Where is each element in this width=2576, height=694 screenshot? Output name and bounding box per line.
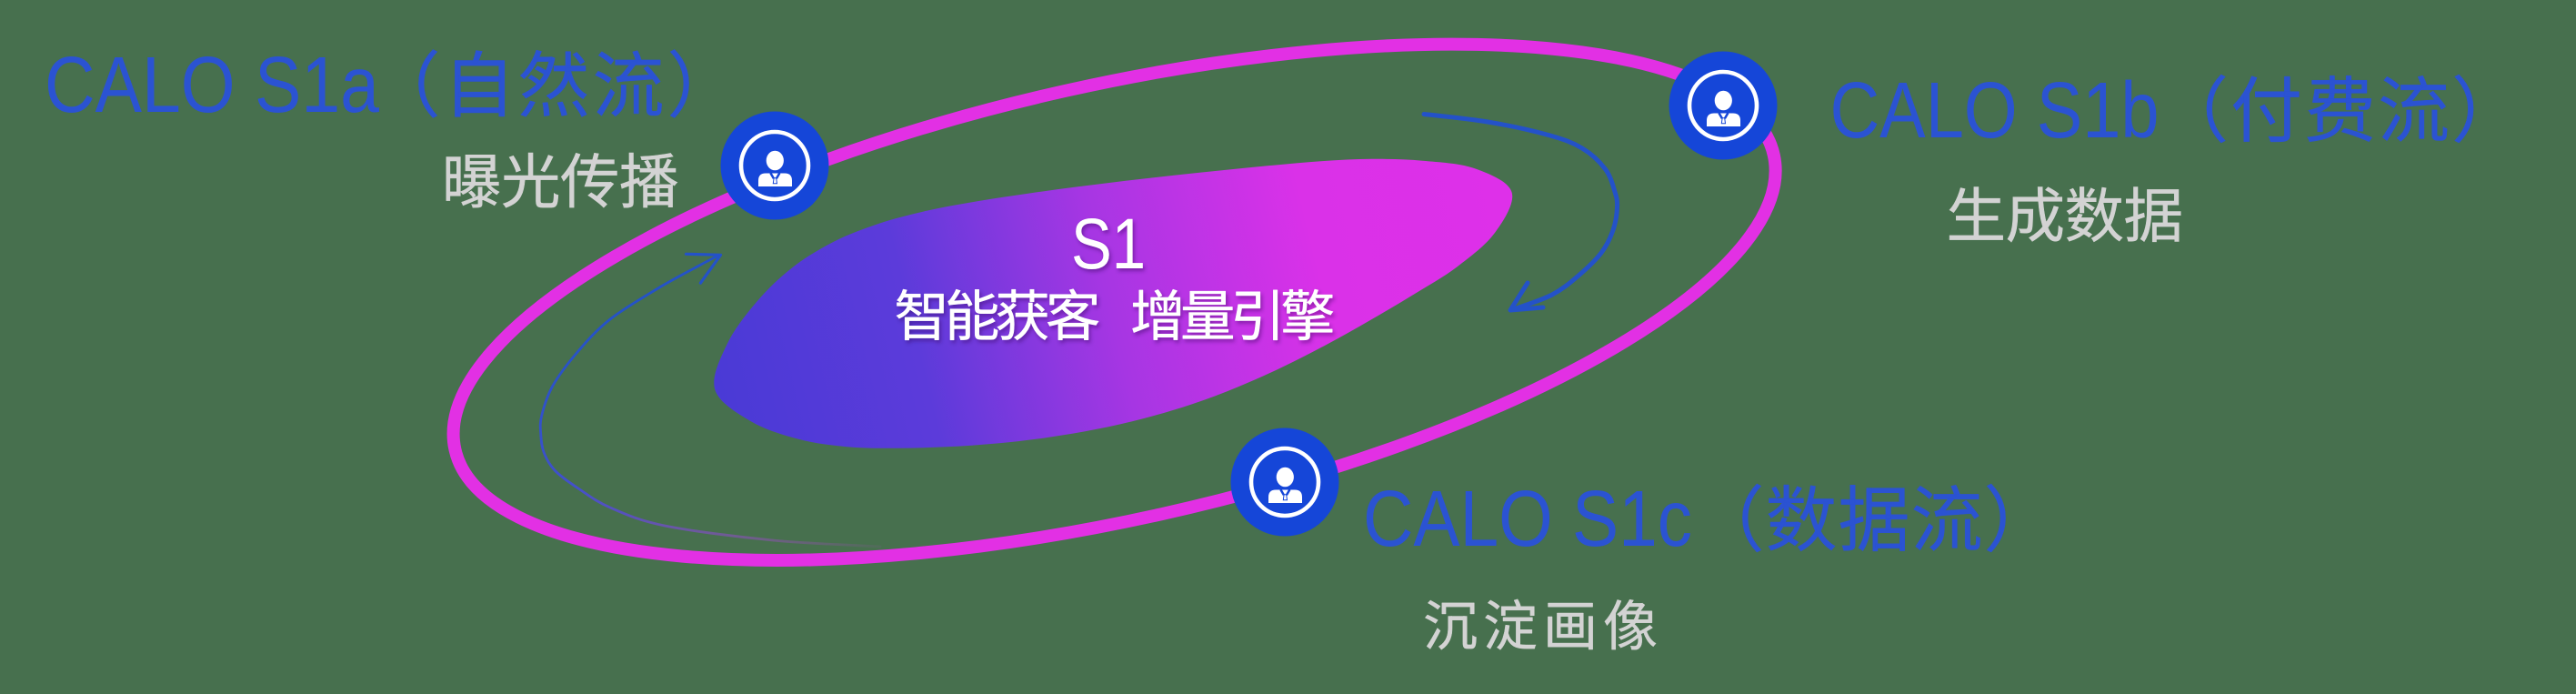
svg-text:CALO S1c: CALO S1c — [1363, 475, 1692, 563]
svg-text:S1: S1 — [1071, 203, 1146, 284]
svg-text:CALO S1a: CALO S1a — [45, 41, 380, 129]
svg-text:CALO S1b: CALO S1b — [1830, 66, 2160, 155]
